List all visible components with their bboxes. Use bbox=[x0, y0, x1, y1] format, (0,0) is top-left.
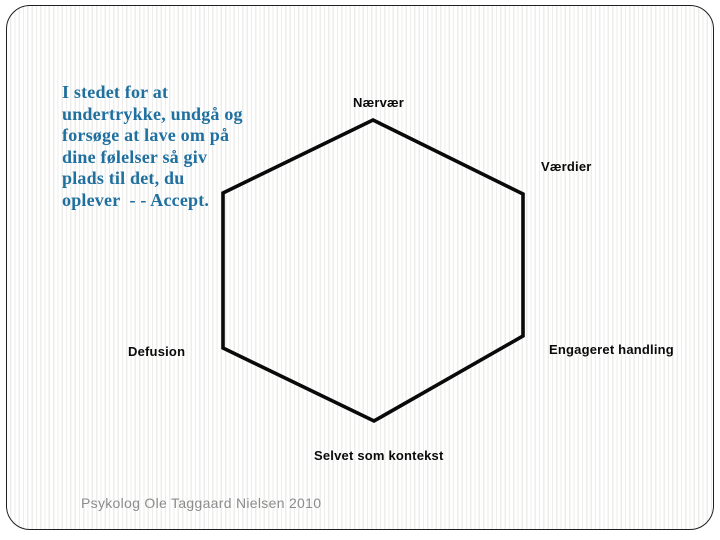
hexagon-diagram bbox=[221, 117, 525, 424]
hexagon-shape bbox=[221, 117, 525, 424]
accept-text-line: forsøge at lave om på bbox=[62, 125, 230, 145]
hexagon-label-engageret-handling: Engageret handling bbox=[549, 342, 674, 357]
hexagon-label-selvet-som-kontekst: Selvet som kontekst bbox=[314, 448, 444, 463]
hexagon-label-naervaer: Nærvær bbox=[353, 95, 405, 110]
accept-text-line: plads til det, du bbox=[62, 168, 185, 188]
accept-text-line: dine følelser så giv bbox=[62, 146, 208, 167]
accept-text-block: I stedet for at undertrykke, undgå og fo… bbox=[62, 82, 292, 211]
accept-text-line: I stedet for at bbox=[62, 82, 169, 102]
hexagon-label-defusion: Defusion bbox=[128, 344, 186, 359]
hexagon-label-vaerdier: Værdier bbox=[541, 159, 592, 174]
footer-credit: Psykolog Ole Taggaard Nielsen 2010 bbox=[81, 495, 322, 511]
accept-text-line: undertrykke, undgå og bbox=[62, 103, 243, 124]
slide: I stedet for at undertrykke, undgå og fo… bbox=[6, 5, 714, 530]
accept-text-line: oplever - - Accept. bbox=[62, 189, 210, 210]
